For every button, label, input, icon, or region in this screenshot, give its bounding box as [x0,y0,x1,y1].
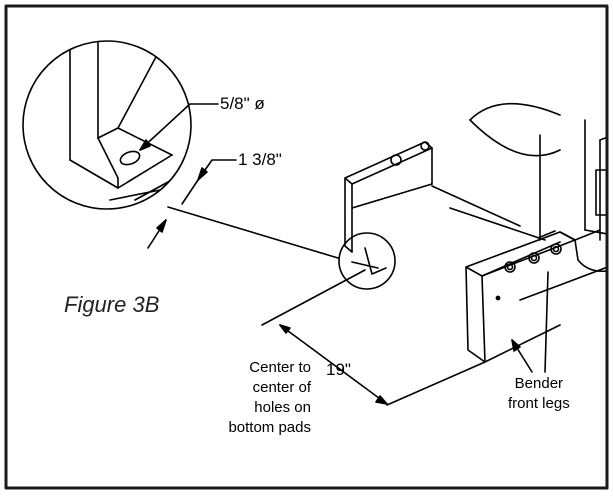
pad-width-label: 1 3/8" [238,150,282,169]
spacing-note-line-4: bottom pads [228,419,311,436]
page-frame [4,4,609,490]
front-legs-callout-line-1: Bender [514,375,564,392]
front-legs-callout: Bender front legs [508,374,570,414]
hole-diameter-label: 5/8" ø [220,94,265,113]
detail-circle-small [338,232,396,290]
spacing-note: Center to center of holes on bottom pads [228,358,311,438]
dimension-leaders [139,103,549,406]
hole-spacing-label: 19" [326,360,351,379]
magnified-detail [22,40,192,210]
spacing-note-line-2: center of [252,379,311,396]
machine-body-outline [469,102,606,241]
spacing-note-line-1: Center to [249,359,311,376]
front-legs-callout-line-2: front legs [508,395,570,412]
frame-rail-line [431,185,521,227]
figure-caption: Figure 3B [64,292,160,317]
rear-leg [344,141,433,275]
spacing-note-line-3: holes on [254,399,311,416]
front-legs [449,207,606,363]
